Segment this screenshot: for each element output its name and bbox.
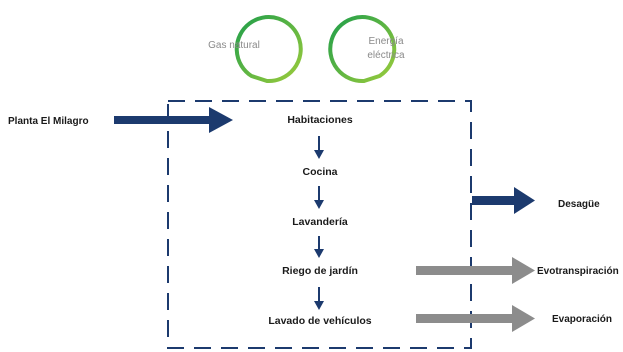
stage-lavado-vehiculos: Lavado de vehículos — [268, 315, 371, 327]
output-arrow-desague — [472, 187, 535, 214]
input-label: Planta El Milagro — [8, 116, 89, 127]
output-arrow-evotranspiracion — [416, 257, 535, 284]
stage-lavanderia: Lavandería — [292, 216, 348, 228]
system-boundary — [167, 100, 472, 349]
down-arrow-3 — [314, 236, 324, 258]
source-energia-electrica: Energía eléctrica — [328, 15, 405, 84]
input-arrow — [114, 107, 233, 133]
gas-natural-label: Gas natural — [208, 40, 260, 51]
stage-cocina: Cocina — [302, 166, 337, 178]
output-evaporacion: Evaporación — [552, 314, 612, 325]
output-desague: Desagüe — [558, 199, 600, 210]
stage-habitaciones: Habitaciones — [287, 114, 353, 126]
down-arrow-1 — [314, 136, 324, 159]
stage-riego-jardin: Riego de jardín — [282, 265, 358, 277]
down-arrow-2 — [314, 186, 324, 209]
output-arrow-evaporacion — [416, 305, 535, 332]
energia-label: Energía — [368, 36, 403, 47]
output-evotranspiracion: Evotranspiración — [537, 266, 619, 277]
down-arrow-4 — [314, 287, 324, 310]
gas-drop-icon — [234, 15, 303, 84]
electricity-drop-icon — [328, 15, 397, 84]
source-gas-natural: Gas natural — [208, 15, 303, 84]
electrica-label: eléctrica — [367, 50, 405, 61]
